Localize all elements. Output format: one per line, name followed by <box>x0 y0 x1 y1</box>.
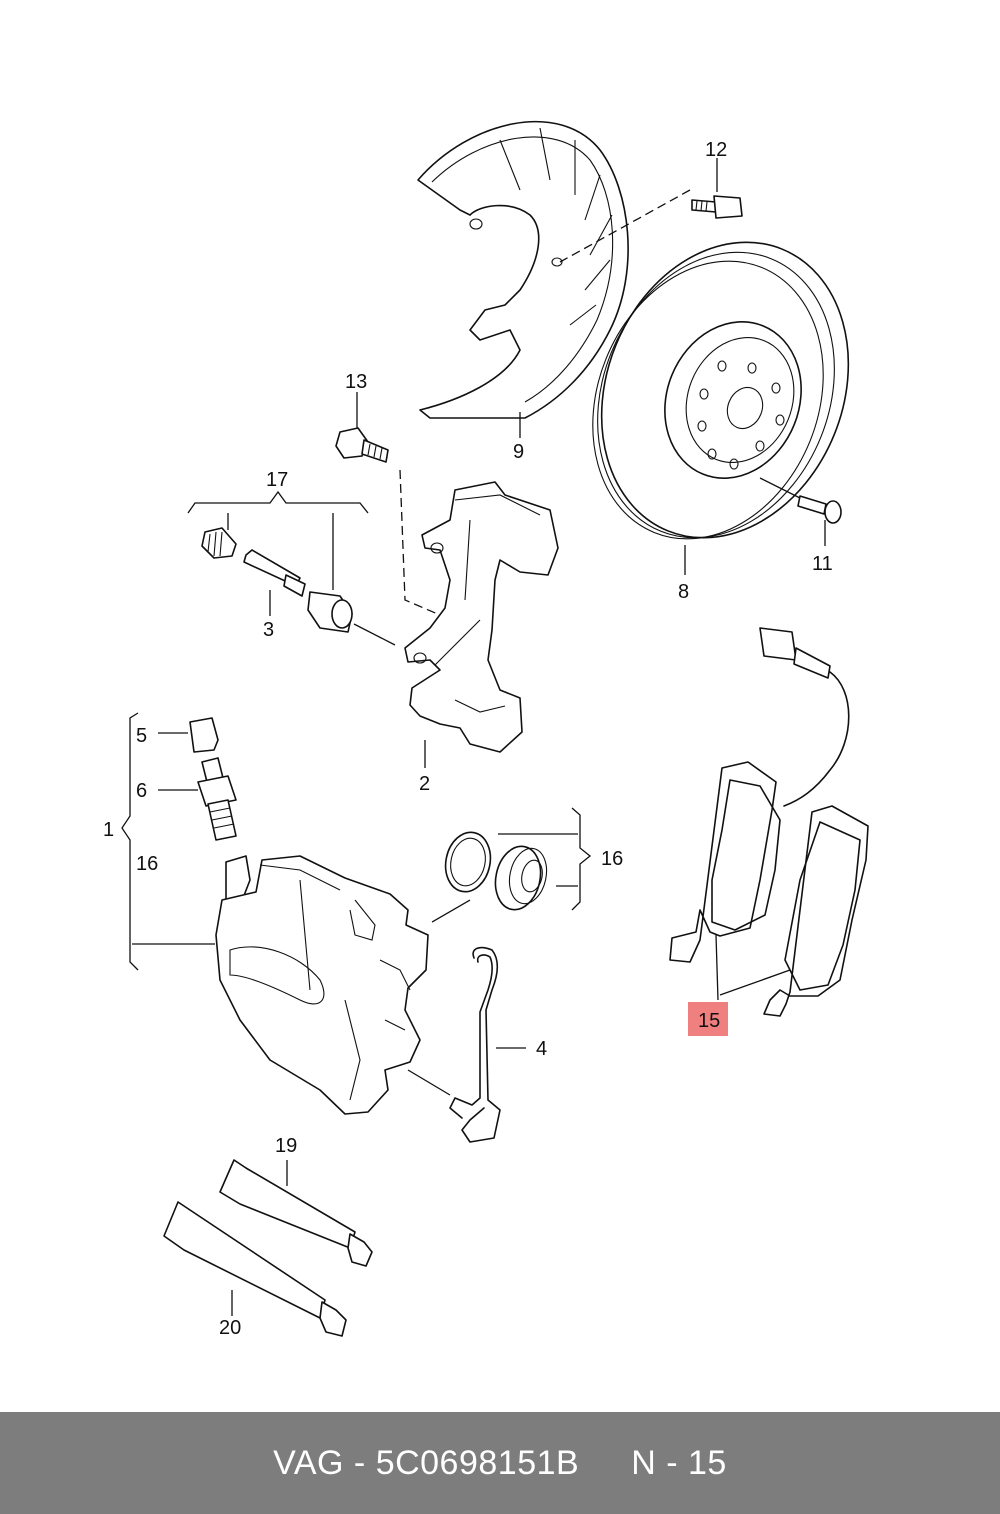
brake-pads-part-15 <box>669 627 869 1017</box>
position-number: 15 <box>688 1443 727 1482</box>
callout-4: 4 <box>536 1038 547 1060</box>
bolt-part-13 <box>335 392 441 616</box>
bleed-screw-part-6 <box>158 757 237 841</box>
callout-2: 2 <box>419 773 430 795</box>
callout-19: 19 <box>275 1135 297 1157</box>
seal-kit-part-16 <box>444 807 592 911</box>
caliper-carrier-part-2 <box>404 481 559 768</box>
callout-9: 9 <box>513 441 524 463</box>
brake-caliper-housing <box>215 855 471 1115</box>
grease-tube-part-19 <box>219 1159 373 1267</box>
callout-16b: 16 <box>601 848 623 870</box>
callout-5: 5 <box>136 725 147 747</box>
brand-label: VAG <box>273 1443 344 1482</box>
position-prefix: N <box>631 1443 657 1482</box>
footer-bar: VAG - 5C0698151B N - 15 <box>0 1412 1000 1514</box>
callout-3: 3 <box>263 619 274 641</box>
callout-1: 1 <box>103 819 114 841</box>
brand-separator: - <box>353 1443 366 1482</box>
spring-clip-part-4 <box>449 946 526 1143</box>
callout-6: 6 <box>136 780 147 802</box>
callout-12: 12 <box>705 139 727 161</box>
callout-13: 13 <box>345 371 367 393</box>
screw-part-11 <box>759 477 842 546</box>
bolt-part-12 <box>559 158 743 263</box>
guide-pin-part-3 <box>243 549 306 616</box>
exploded-parts-diagram: 9 12 8 11 <box>103 120 869 1339</box>
guide-bolt-set-part-17 <box>187 490 396 646</box>
caliper-group-bracket-part-1 <box>121 712 215 971</box>
callout-16a: 16 <box>136 853 158 875</box>
callout-17: 17 <box>266 469 288 491</box>
cap-part-5 <box>158 717 219 753</box>
callout-20: 20 <box>219 1317 241 1339</box>
position-separator: - <box>666 1443 679 1482</box>
part-number: 5C0698151B <box>375 1443 580 1482</box>
callout-15: 15 <box>698 1010 720 1032</box>
callout-15-highlight <box>688 1002 728 1036</box>
splash-shield-part-9 <box>417 120 629 438</box>
brake-disc-part-8 <box>592 241 850 575</box>
callout-8: 8 <box>678 581 689 603</box>
grease-tube-part-20 <box>163 1201 347 1337</box>
callout-11: 11 <box>812 553 833 575</box>
